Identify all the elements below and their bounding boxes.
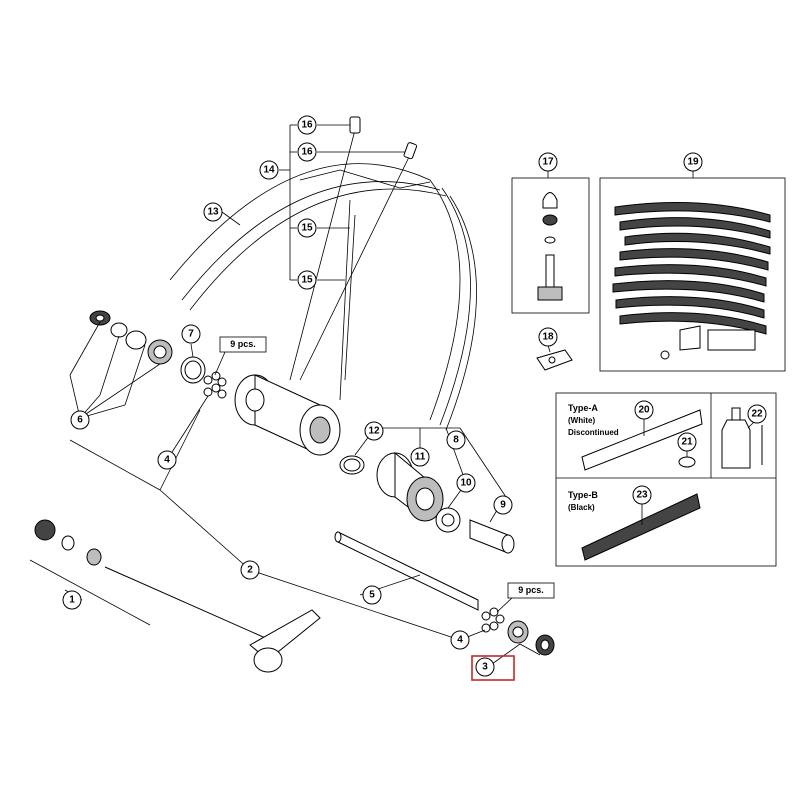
sticker-box <box>599 177 786 372</box>
callout-2: 2 <box>240 560 260 580</box>
callout-16-upper-text: 16 <box>301 120 313 131</box>
freehub-body <box>376 451 444 522</box>
callout-4-left-text: 4 <box>164 455 170 466</box>
callout-15-lower-text: 15 <box>301 275 313 286</box>
callout-4-right: 4 <box>450 630 470 650</box>
callout-11: 11 <box>410 447 430 467</box>
valve-parts <box>537 192 563 301</box>
valve-box <box>511 177 590 314</box>
callout-6-text: 6 <box>77 415 83 426</box>
callout-3: 3 <box>475 657 495 677</box>
part-12-ring <box>339 455 365 475</box>
part-10-washer <box>435 507 461 533</box>
callout-15-upper: 15 <box>297 218 317 238</box>
callout-12-text: 12 <box>368 426 380 437</box>
right-cone-parts <box>507 620 555 656</box>
leader-lines <box>29 124 755 665</box>
callout-4-right-text: 4 <box>457 635 463 646</box>
type-a-tape <box>581 409 703 471</box>
callout-19-text: 19 <box>687 157 699 168</box>
rim <box>169 163 477 431</box>
callout-17-text: 17 <box>542 157 554 168</box>
callout-17: 17 <box>538 152 558 172</box>
callout-21: 21 <box>677 432 697 452</box>
hub-body <box>234 374 341 456</box>
part-21 <box>678 456 696 468</box>
callout-5-text: 5 <box>369 590 375 601</box>
callout-21-text: 21 <box>681 437 693 448</box>
callout-9-text: 9 <box>500 500 506 511</box>
ball-bearings-left <box>203 371 227 399</box>
type-a-title: Type-A <box>568 403 598 413</box>
callout-16-lower-text: 16 <box>301 147 313 158</box>
type-b-title: Type-B <box>568 490 598 500</box>
callout-16-lower: 16 <box>297 142 317 162</box>
callout-12: 12 <box>364 421 384 441</box>
callout-10-text: 10 <box>460 478 472 489</box>
callout-10: 10 <box>456 473 476 493</box>
qty-label-right: 9 pcs. <box>507 582 555 599</box>
spokes <box>289 129 411 401</box>
qty-label-left-text: 9 pcs. <box>230 339 256 349</box>
highlight-box <box>471 655 515 681</box>
callout-7-text: 7 <box>188 329 194 340</box>
decal-strips <box>612 202 771 360</box>
part-9-spacer <box>469 519 515 554</box>
axle <box>334 531 479 611</box>
callout-13-text: 13 <box>207 207 219 218</box>
callout-13: 13 <box>203 202 223 222</box>
callout-8-text: 8 <box>453 435 459 446</box>
spoke-nipple-parts <box>349 116 418 160</box>
type-b-tape <box>581 493 701 561</box>
callout-22-text: 22 <box>751 409 763 420</box>
callout-8: 8 <box>446 430 466 450</box>
callout-23-text: 23 <box>636 490 648 501</box>
callout-14-text: 14 <box>263 165 275 176</box>
callout-3-text: 3 <box>482 662 488 673</box>
part-22-bottle <box>721 407 763 469</box>
callout-18: 18 <box>538 327 558 347</box>
callout-19: 19 <box>683 152 703 172</box>
callout-2-text: 2 <box>247 565 253 576</box>
callout-6: 6 <box>70 410 90 430</box>
callout-11-text: 11 <box>415 452 426 463</box>
callout-1-text: 1 <box>69 595 75 606</box>
callout-9: 9 <box>493 495 513 515</box>
callout-18-text: 18 <box>542 332 554 343</box>
ball-bearings-right <box>481 607 505 633</box>
part-7-ring <box>180 356 206 384</box>
rim-tape-box <box>555 392 777 567</box>
callout-20-text: 20 <box>638 405 650 416</box>
left-bearing-parts <box>89 310 173 365</box>
callout-1: 1 <box>62 590 82 610</box>
callout-15-upper-text: 15 <box>301 223 313 234</box>
callout-20: 20 <box>634 400 654 420</box>
type-a-color: (White) <box>568 416 595 425</box>
type-b-color: (Black) <box>568 503 595 512</box>
callout-15-lower: 15 <box>297 270 317 290</box>
qty-label-left: 9 pcs. <box>219 336 267 353</box>
quick-release <box>34 519 321 673</box>
callout-22: 22 <box>747 404 767 424</box>
qty-label-right-text: 9 pcs. <box>518 585 544 595</box>
callout-5: 5 <box>362 585 382 605</box>
callout-14: 14 <box>259 160 279 180</box>
part-18 <box>536 349 573 371</box>
callout-16-upper: 16 <box>297 115 317 135</box>
callout-7: 7 <box>181 324 201 344</box>
callout-23: 23 <box>632 485 652 505</box>
type-a-status: Discontinued <box>568 428 619 437</box>
callout-4-left: 4 <box>157 450 177 470</box>
